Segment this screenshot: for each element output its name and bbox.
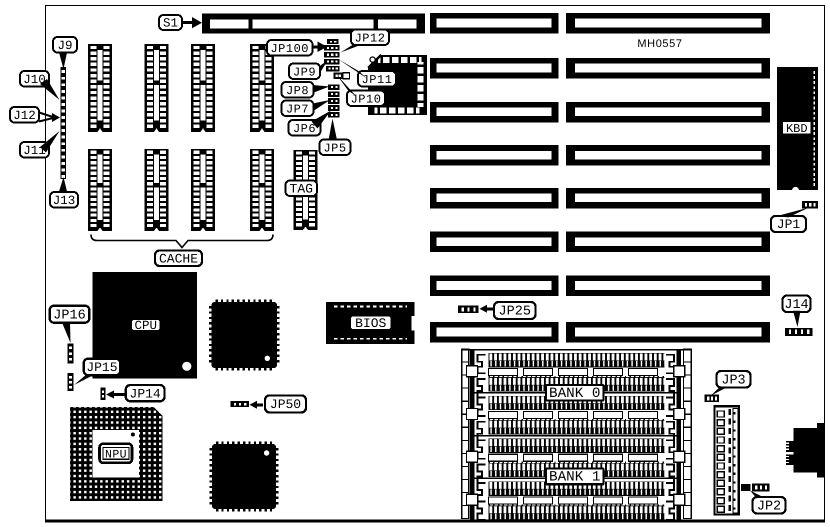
svg-text:JP2: JP2: [757, 499, 781, 514]
svg-text:NPU: NPU: [105, 449, 127, 462]
svg-text:BANK 0: BANK 0: [549, 386, 600, 402]
svg-text:JP100: JP100: [270, 42, 309, 56]
svg-text:JP8: JP8: [286, 84, 309, 98]
svg-text:J14: J14: [784, 298, 808, 313]
svg-text:JP3: JP3: [721, 373, 745, 388]
svg-text:CACHE: CACHE: [159, 251, 198, 266]
svg-text:J12: J12: [13, 109, 36, 123]
svg-text:J9: J9: [57, 39, 72, 53]
svg-text:JP6: JP6: [293, 122, 316, 136]
svg-text:JP9: JP9: [293, 65, 316, 79]
svg-text:JP50: JP50: [270, 397, 301, 412]
svg-text:JP25: JP25: [499, 305, 531, 320]
svg-text:JP12: JP12: [355, 31, 386, 45]
svg-text:J11: J11: [23, 144, 46, 158]
svg-text:CPU: CPU: [134, 319, 157, 333]
svg-text:BANK 1: BANK 1: [549, 470, 600, 486]
svg-text:MH0557: MH0557: [637, 38, 682, 50]
svg-text:J13: J13: [53, 194, 76, 208]
svg-text:JP15: JP15: [86, 360, 117, 375]
svg-text:KBD: KBD: [786, 122, 808, 136]
svg-text:J10: J10: [23, 73, 46, 87]
svg-text:JP5: JP5: [323, 141, 346, 155]
svg-text:JP10: JP10: [351, 92, 382, 106]
svg-text:TAG: TAG: [290, 181, 313, 196]
svg-text:JP16: JP16: [53, 308, 85, 323]
svg-text:JP14: JP14: [130, 386, 161, 401]
svg-text:JP1: JP1: [777, 217, 801, 232]
svg-text:JP11: JP11: [362, 73, 393, 87]
svg-text:BIOS: BIOS: [355, 316, 386, 331]
svg-text:JP7: JP7: [286, 102, 309, 116]
svg-text:S1: S1: [163, 17, 178, 31]
